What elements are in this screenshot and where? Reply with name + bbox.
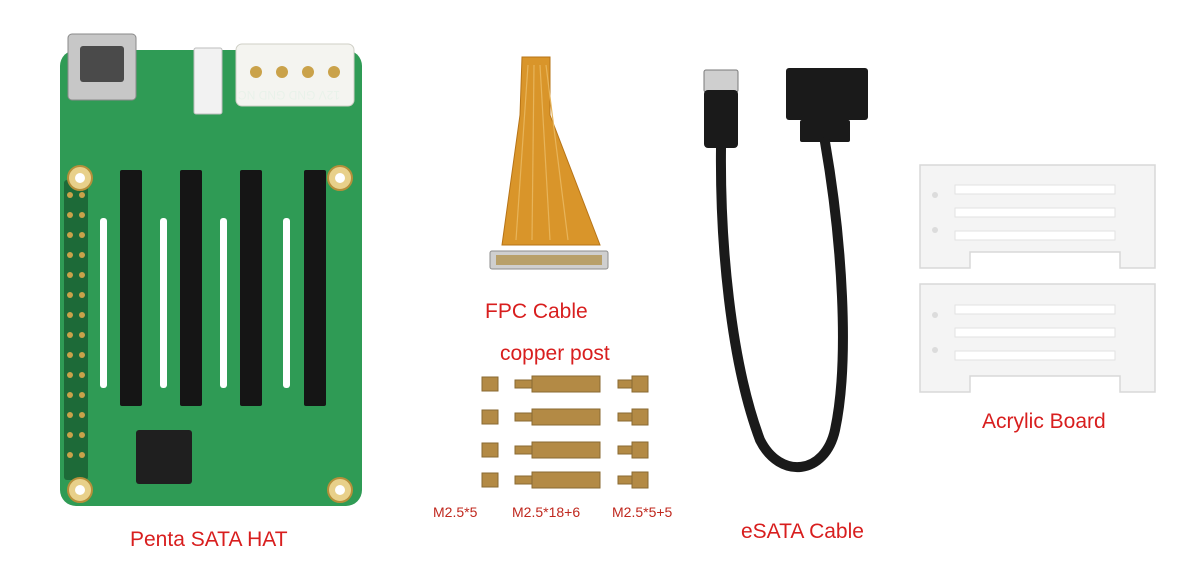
- esata-cable-label: eSATA Cable: [741, 520, 864, 543]
- acrylic-board-label: Acrylic Board: [982, 410, 1106, 433]
- m25-5-label: M2.5*5: [433, 504, 478, 520]
- penta-sata-hat-board: [60, 33, 362, 506]
- fpc-cable-label: FPC Cable: [485, 300, 588, 323]
- copper-post-label: copper post: [500, 342, 610, 365]
- esata-cable: [703, 68, 868, 472]
- penta-sata-hat-label: Penta SATA HAT: [130, 528, 288, 551]
- m25-5-5-label: M2.5*5+5: [612, 504, 673, 520]
- board-silk-text: 12V GND GND NC: [238, 88, 341, 102]
- acrylic-boards: [919, 164, 1156, 393]
- fpc-cable: [489, 56, 609, 270]
- copper-posts: [481, 375, 649, 489]
- m25-18-6-label: M2.5*18+6: [512, 504, 581, 520]
